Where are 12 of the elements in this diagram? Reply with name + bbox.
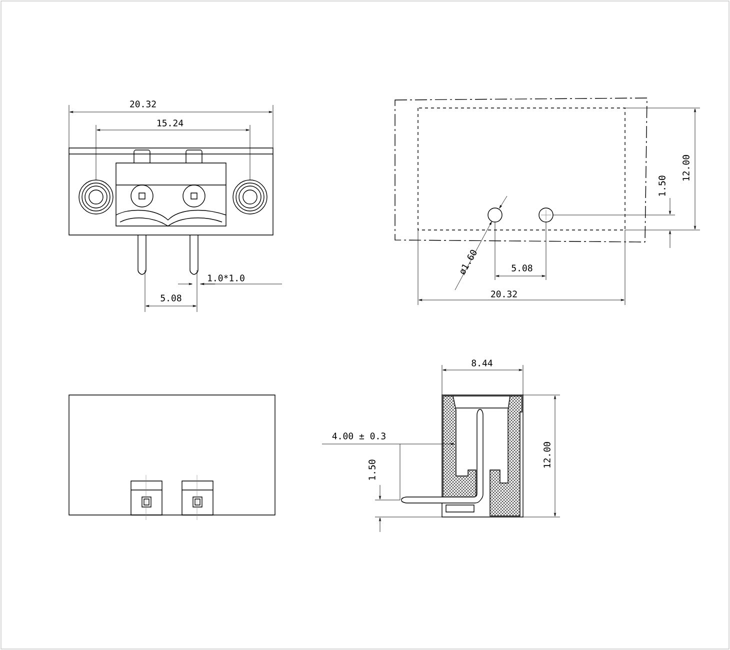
dimension-label: 5.08	[512, 264, 532, 272]
dimension-label: 12.00	[682, 155, 690, 180]
dimension-label: 1.50	[658, 176, 666, 196]
dimension-label: 1.50	[368, 460, 376, 480]
dimension-label: 20.32	[491, 290, 517, 298]
dimension-label: 15.24	[158, 120, 184, 126]
dimension-label: 20.32	[130, 100, 156, 108]
dimension-label: 5.08	[160, 294, 182, 302]
dimension-label: 8.44	[472, 360, 492, 366]
dimension-label: 4.00 ± 0.3	[332, 432, 386, 440]
dimension-label: 12.00	[544, 442, 550, 468]
dimension-label: 1.0*1.0	[208, 274, 244, 282]
